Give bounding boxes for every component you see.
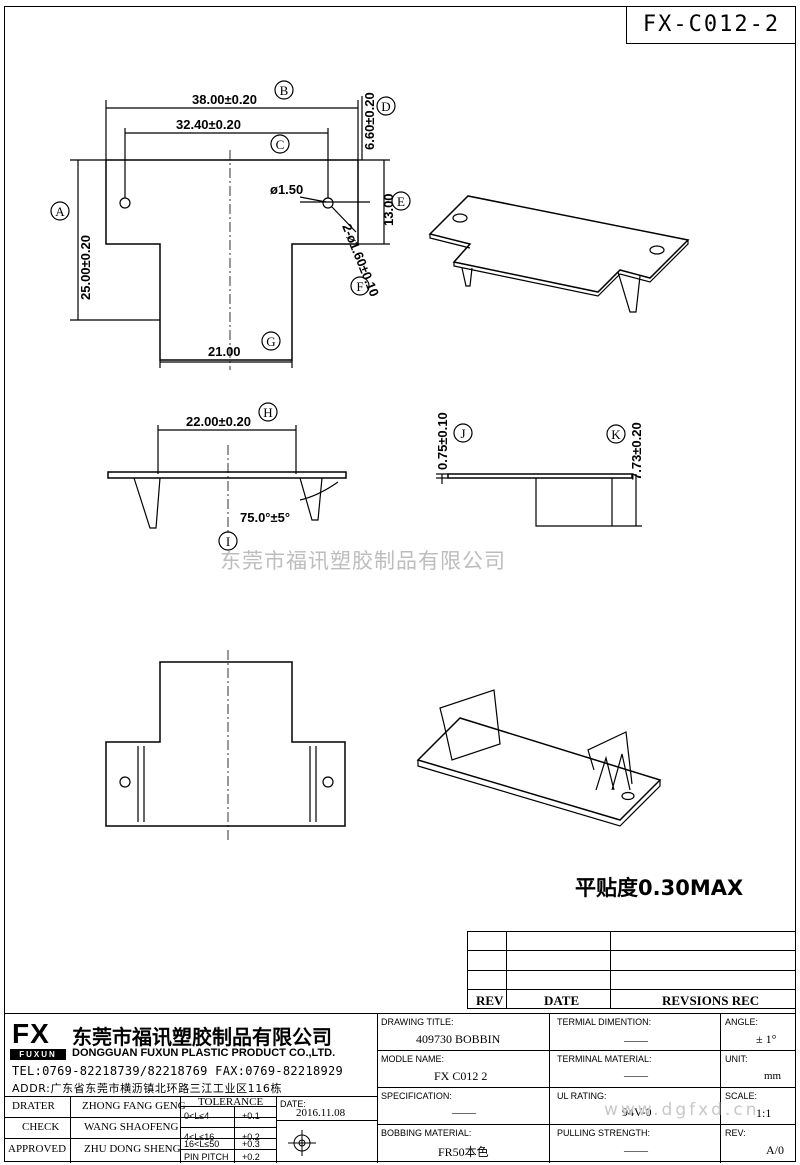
iso-view-top xyxy=(428,195,690,313)
bubble-h: H xyxy=(263,405,272,420)
bubble-j: J xyxy=(460,426,465,441)
model-name-label: MODLE NAME: xyxy=(381,1054,445,1064)
company-name-en: DONGGUAN FUXUN PLASTIC PRODUCT CO.,LTD. xyxy=(72,1047,336,1059)
technical-drawing: 38.00±0.20 32.40±0.20 ø1.50 25.00±0.20 6… xyxy=(50,80,690,840)
projection-symbol-icon xyxy=(288,1130,316,1156)
front-view xyxy=(436,473,642,527)
company-logo-sub: FUXUN xyxy=(10,1049,66,1060)
bubble-e: E xyxy=(397,194,405,209)
company-name-cn: 东莞市福讯塑胶制品有限公司 xyxy=(72,1025,332,1049)
scale-value: 1:1 xyxy=(756,1106,772,1120)
approved-label: APPROVED xyxy=(8,1143,67,1155)
company-tel: TEL:0769-82218739/82218769 FAX:0769-8221… xyxy=(12,1064,344,1078)
watermark-text: 东莞市福讯塑胶制品有限公司 xyxy=(220,549,506,573)
tol-range-4: PIN PITCH xyxy=(184,1152,229,1162)
tol-value-1: +0.1 xyxy=(242,1111,260,1121)
bobbin-material-value: FR50本色 xyxy=(438,1145,489,1159)
bubble-k: K xyxy=(611,427,621,442)
date-header: DATE xyxy=(544,993,580,1008)
top-view xyxy=(70,96,390,370)
part-number: FX-C012-2 xyxy=(626,6,796,44)
bobbin-material-label: BOBBING MATERIAL: xyxy=(381,1128,472,1138)
footer-watermark: www.dgfxd.cn xyxy=(604,1100,760,1120)
iso-view-bottom xyxy=(416,689,662,827)
terminal-dimension-value: —— xyxy=(624,1033,648,1047)
revision-table: REV DATE REVSIONS REC xyxy=(467,931,796,1009)
dim-i-text: 75.0°±5° xyxy=(240,510,290,525)
side-view xyxy=(107,425,347,535)
spec-label: SPECIFICATION: xyxy=(381,1091,452,1101)
unit-value: mm xyxy=(764,1070,782,1082)
date-value: 2016.11.08 xyxy=(296,1107,346,1119)
dim-hole-text: ø1.50 xyxy=(270,182,303,197)
tol-value-4: +0.2 xyxy=(242,1152,260,1162)
spec-value: —— xyxy=(452,1105,476,1119)
bubble-b: B xyxy=(280,83,289,98)
bubble-f: F xyxy=(356,279,363,294)
drater-name: ZHONG FANG GENG xyxy=(82,1100,186,1112)
drawing-title-value: 409730 BOBBIN xyxy=(416,1032,501,1046)
dim-b-text: 38.00±0.20 xyxy=(192,92,257,107)
title-block: FX FUXUN 东莞市福讯塑胶制品有限公司 DONGGUAN FUXUN PL… xyxy=(4,1013,796,1163)
check-name: WANG SHAOFENG xyxy=(84,1121,179,1133)
bubble-d: D xyxy=(381,99,390,114)
dim-a-text: 25.00±0.20 xyxy=(78,235,93,300)
bubble-a: A xyxy=(55,204,65,219)
terminal-material-label: TERMINAL MATERIAL: xyxy=(557,1054,652,1064)
rev-value: A/0 xyxy=(766,1143,784,1157)
tol-range-3: 16<L≤50 xyxy=(184,1139,220,1149)
terminal-material-value: —— xyxy=(624,1068,648,1082)
tolerance-title: TOLERANCE xyxy=(198,1096,264,1108)
model-name-value: FX C012 2 xyxy=(434,1069,488,1083)
dim-g-text: 21.00 xyxy=(208,344,241,359)
bubble-g: G xyxy=(266,334,275,349)
tol-value-2: +0.2 xyxy=(242,1132,260,1142)
bubble-group xyxy=(50,80,626,551)
tol-range-2: 4<L≤16 xyxy=(184,1132,215,1142)
rev-label: REV: xyxy=(725,1128,746,1138)
bubble-c: C xyxy=(276,137,285,152)
bubble-i: I xyxy=(226,534,230,549)
ul-rating-label: UL RATING: xyxy=(557,1091,607,1101)
dim-e-text: 13.00 xyxy=(381,193,396,226)
pulling-strength-value: —— xyxy=(624,1143,648,1157)
unit-label: UNIT: xyxy=(725,1054,748,1064)
dim-d-text: 6.60±0.20 xyxy=(362,92,377,150)
tol-value-3: +0.3 xyxy=(242,1139,260,1149)
drawing-title-label: DRAWING TITLE: xyxy=(381,1017,454,1027)
drawing-frame xyxy=(4,6,796,1162)
company-addr: ADDR:广东省东莞市横沥镇北环路三江工业区116栋 xyxy=(12,1082,283,1095)
company-logo: FX xyxy=(12,1018,50,1049)
bottom-view xyxy=(105,650,346,840)
angle-value: ± 1° xyxy=(756,1032,777,1046)
dim-c-text: 32.40±0.20 xyxy=(176,117,241,132)
dim-k-text: 7.73±0.20 xyxy=(629,422,644,480)
date-label: DATE: xyxy=(280,1099,306,1109)
dim-h-text: 22.00±0.20 xyxy=(186,414,251,429)
ul-rating-value: 94V-0 xyxy=(622,1105,652,1119)
records-header: REVSIONS REC xyxy=(662,993,760,1008)
scale-label: SCALE: xyxy=(725,1091,758,1101)
flatness-note: 平贴度0.30MAX xyxy=(575,876,744,900)
terminal-dimension-label: TERMIAL DIMENTION: xyxy=(557,1017,652,1027)
angle-label: ANGLE: xyxy=(725,1017,759,1027)
approved-name: ZHU DONG SHENG xyxy=(84,1143,181,1155)
rev-header: REV xyxy=(476,993,504,1008)
dim-j-text: 0.75±0.10 xyxy=(435,412,450,470)
drater-label: DRATER xyxy=(12,1100,55,1112)
tol-range-1: 0<L≤4 xyxy=(184,1111,210,1121)
pulling-strength-label: PULLING STRENGTH: xyxy=(557,1128,651,1138)
check-label: CHECK xyxy=(22,1121,60,1133)
